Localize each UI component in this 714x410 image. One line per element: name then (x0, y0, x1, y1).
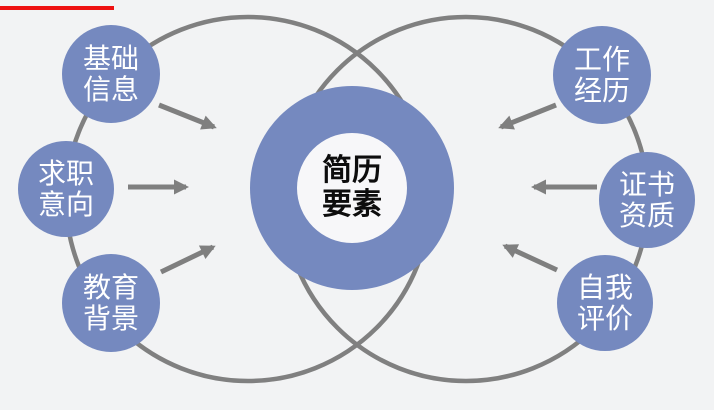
node-label-line: 意向 (37, 188, 94, 221)
node-label-line: 工作 (573, 43, 630, 76)
node-label-line: 教育 (82, 271, 139, 304)
node-label-line: 基础 (82, 42, 139, 75)
node-label-line: 信息 (82, 73, 139, 106)
center-donut: 简历 要素 (250, 86, 454, 290)
node-label-line: 评价 (576, 302, 633, 335)
center-label-line: 简历 (322, 153, 382, 188)
node-label-line: 资质 (618, 199, 675, 232)
node-label-line: 自我 (576, 271, 633, 304)
arrow-work-experience-to-center (498, 102, 557, 130)
center-label-line: 要素 (322, 187, 382, 222)
node-work-experience: 工作 经历 (553, 26, 651, 124)
arrow-basic-info-to-center (158, 102, 217, 130)
node-self-evaluation: 自我 评价 (557, 255, 653, 351)
node-label-line: 经历 (573, 74, 630, 107)
arrow-self-evaluation-to-center (502, 243, 559, 273)
node-education: 教育 背景 (62, 254, 160, 352)
node-label-line: 背景 (82, 302, 139, 335)
accent-underline (0, 6, 114, 10)
node-basic-info: 基础 信息 (62, 25, 160, 123)
arrow-education-to-center (159, 244, 216, 275)
node-job-intention: 求职 意向 (18, 141, 114, 237)
center-label: 简历 要素 (297, 133, 407, 243)
node-label-line: 证书 (618, 168, 675, 201)
node-label-line: 求职 (37, 157, 94, 190)
node-certificates: 证书 资质 (599, 152, 695, 248)
